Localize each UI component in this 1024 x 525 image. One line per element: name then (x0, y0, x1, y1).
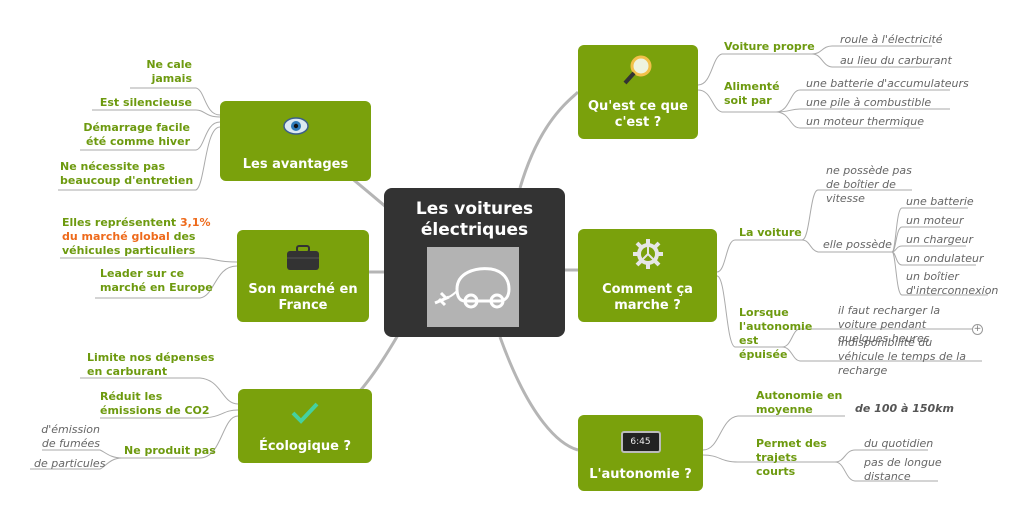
avantage-4[interactable]: Ne nécessite pas beaucoup d'entretien (60, 160, 194, 187)
alimente-item-1[interactable]: une batterie d'accumulateurs (806, 77, 969, 90)
marche-item-1[interactable]: Elles représentent 3,1% du marché global… (62, 216, 211, 257)
moyenne-label[interactable]: Autonomie en moyenne (756, 389, 843, 416)
expand-plus-icon[interactable]: + (972, 324, 983, 335)
magnifier-icon (621, 53, 655, 92)
trajets-item-2[interactable]: pas de longue distance (864, 456, 942, 483)
node-ecologique[interactable]: Écologique ? (238, 389, 372, 463)
connector-quoi (518, 90, 580, 189)
node-quoi[interactable]: Qu'est ce que c'est ? (578, 45, 698, 139)
marche-item-2[interactable]: Leader sur ce marché en Europe (100, 267, 213, 294)
avantage-2[interactable]: Est silencieuse (99, 96, 192, 109)
eye-icon (282, 115, 310, 142)
composant-5[interactable]: un boîtier d'interconnexion (906, 270, 999, 297)
propre-item-1[interactable]: roule à l'électricité (840, 33, 943, 46)
avantage-1[interactable]: Ne cale jamais (146, 58, 192, 85)
composant-3[interactable]: un chargeur (906, 233, 973, 246)
gear-icon (631, 237, 665, 276)
eco-sub-2[interactable]: de particules (34, 457, 106, 470)
node-autonomie[interactable]: 6:45 L'autonomie ? (578, 415, 703, 491)
no-gearbox[interactable]: ne possède pas de boîtier de vitesse (826, 164, 912, 205)
node-comment[interactable]: Comment ça marche ? (578, 229, 717, 322)
composant-2[interactable]: un moteur (906, 214, 964, 227)
eco-sub-1[interactable]: d'émission de fumées (41, 423, 100, 450)
voiture-label[interactable]: La voiture (739, 226, 802, 239)
composant-1[interactable]: une batterie (906, 195, 974, 208)
connector-autonomie (498, 336, 579, 452)
node-autonomie-label: L'autonomie ? (589, 467, 692, 482)
alimente-item-2[interactable]: une pile à combustible (806, 96, 932, 109)
moyenne-value[interactable]: de 100 à 150km (855, 402, 954, 415)
epuisee-item-1[interactable]: il faut recharger la voiture pendant que… (838, 304, 941, 345)
checkmark-icon (290, 401, 320, 430)
epuisee-item-2[interactable]: indisponibilité du véhicule le temps de … (838, 336, 967, 377)
epuisee-label[interactable]: Lorsque l'autonomie est épuisée (739, 306, 813, 361)
node-marche[interactable]: Son marché en France (237, 230, 369, 322)
node-avantages-label: Les avantages (242, 157, 349, 172)
eco-item-1[interactable]: Limite nos dépenses en carburant (87, 351, 215, 378)
eco-item-3[interactable]: Ne produit pas (124, 444, 216, 457)
node-quoi-label: Qu'est ce que c'est ? (587, 99, 688, 130)
propre-item-2[interactable]: au lieu du carburant (840, 54, 952, 67)
propre-label[interactable]: Voiture propre (724, 40, 815, 53)
central-title: Les voitures électriques (415, 199, 534, 240)
elle-possede[interactable]: elle possède (823, 238, 892, 251)
eco-item-2[interactable]: Réduit les émissions de CO2 (100, 390, 210, 417)
alimente-label[interactable]: Alimenté soit par (724, 80, 780, 107)
central-topic[interactable]: Les voitures électriques (384, 188, 565, 337)
avantage-3[interactable]: Démarrage facile été comme hiver (83, 121, 190, 148)
trajets-label[interactable]: Permet des trajets courts (756, 437, 827, 478)
alimente-item-3[interactable]: un moteur thermique (806, 115, 925, 128)
node-avantages[interactable]: Les avantages (220, 101, 371, 181)
node-marche-label: Son marché en France (248, 282, 358, 313)
briefcase-icon (285, 244, 321, 277)
composant-4[interactable]: un ondulateur (906, 252, 984, 265)
node-comment-label: Comment ça marche ? (602, 282, 693, 313)
node-ecologique-label: Écologique ? (258, 439, 352, 454)
clock-icon: 6:45 (620, 431, 661, 453)
trajets-item-1[interactable]: du quotidien (864, 437, 934, 450)
electric-car-icon (427, 247, 519, 327)
